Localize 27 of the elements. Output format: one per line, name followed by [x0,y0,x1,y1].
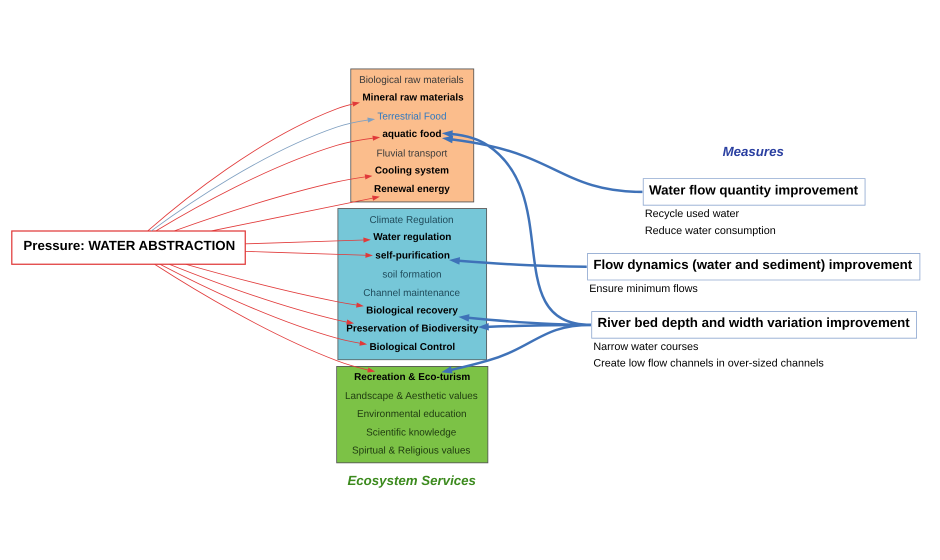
node-text: Terrestrial Food [377,112,447,123]
node-text: Climate Regulation [369,214,454,226]
node-text: Environmental education [357,409,467,420]
label: Ecosystem Services [347,473,476,488]
node-text: Landscape & Aesthetic values [344,390,478,402]
node-text: Scientific knowledge [366,427,456,438]
node-label: Create low flow channels in over-sized channels [593,358,824,370]
node-text: aquatic food [382,129,442,140]
node-text: Preservation of Biodiversity [346,324,478,335]
node-text: Fluvial transport [376,148,448,160]
node-text: Channel maintenance [363,288,460,299]
node-text: Biological Control [369,342,456,353]
node-label: Recycle used water [644,208,740,220]
node-label: Ensure minimum flows [589,282,698,295]
node-text: Mineral raw materials [362,92,464,104]
node-text: Renewal energy [374,184,450,196]
node-text: Biological recovery [366,305,458,316]
node-text: Cooling system [374,166,449,177]
label: Measures [722,144,784,160]
node-text: Biological raw materials [359,75,464,86]
node-text: Spirtual & Religious values [352,446,470,457]
node-label: Reduce water consumption [644,224,776,237]
node-label: Narrow water courses [593,341,698,354]
node-text: soil formation [382,270,442,281]
node-text: Water regulation [373,232,452,244]
node-text: Recreation & Eco-turism [354,372,470,383]
node-text: self-purification [375,250,450,262]
